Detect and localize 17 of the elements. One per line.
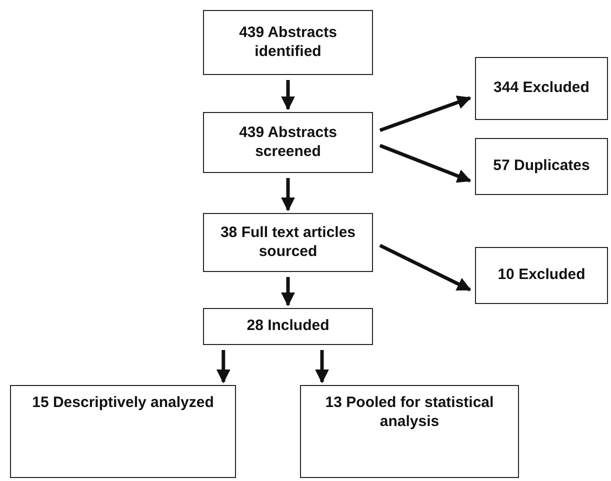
arrow bbox=[379, 96, 472, 132]
process-box: 15 Descriptively analyzed bbox=[10, 385, 236, 478]
process-box: 10 Excluded bbox=[475, 247, 608, 304]
process-box: 38 Full text articles sourced bbox=[203, 213, 373, 272]
process-box: 439 Abstracts identified bbox=[203, 10, 373, 75]
arrow bbox=[281, 80, 295, 110]
arrow bbox=[281, 277, 295, 306]
arrow bbox=[281, 178, 295, 212]
arrow bbox=[216, 350, 230, 384]
process-box: 28 Included bbox=[203, 308, 373, 345]
process-box: 13 Pooled for statistical analysis bbox=[300, 385, 519, 478]
arrow bbox=[315, 350, 329, 384]
process-box: 57 Duplicates bbox=[475, 138, 608, 195]
arrow bbox=[379, 144, 472, 183]
arrow bbox=[379, 244, 472, 292]
process-box: 439 Abstracts screened bbox=[203, 112, 373, 173]
process-box: 344 Excluded bbox=[475, 57, 608, 120]
